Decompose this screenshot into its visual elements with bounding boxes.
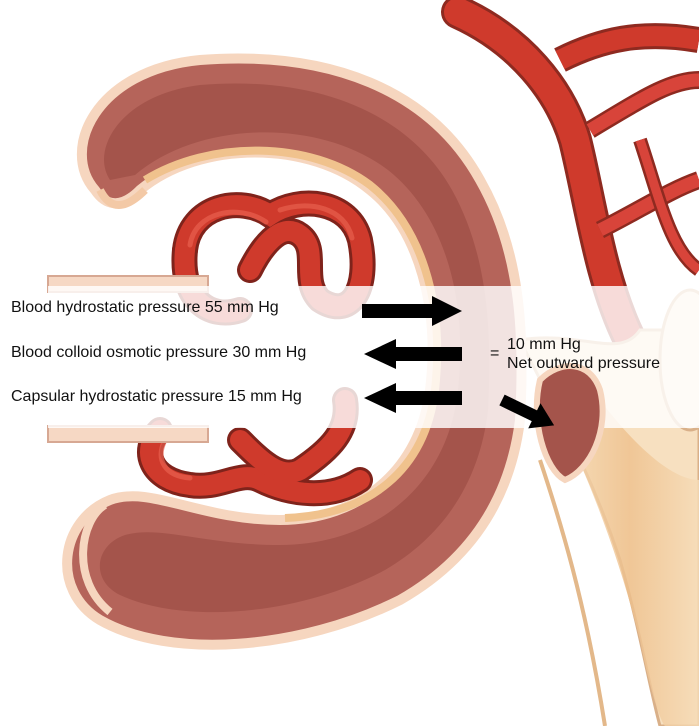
net-pressure-label: Net outward pressure — [507, 354, 660, 373]
blood-hydrostatic-label: Blood hydrostatic pressure 55 mm Hg — [11, 299, 279, 317]
capsular-hydrostatic-label: Capsular hydrostatic pressure 15 mm Hg — [11, 388, 302, 406]
net-pressure-value: 10 mm Hg — [507, 335, 581, 354]
blood-colloid-label: Blood colloid osmotic pressure 30 mm Hg — [11, 344, 306, 362]
equals-sign: = — [490, 345, 499, 363]
